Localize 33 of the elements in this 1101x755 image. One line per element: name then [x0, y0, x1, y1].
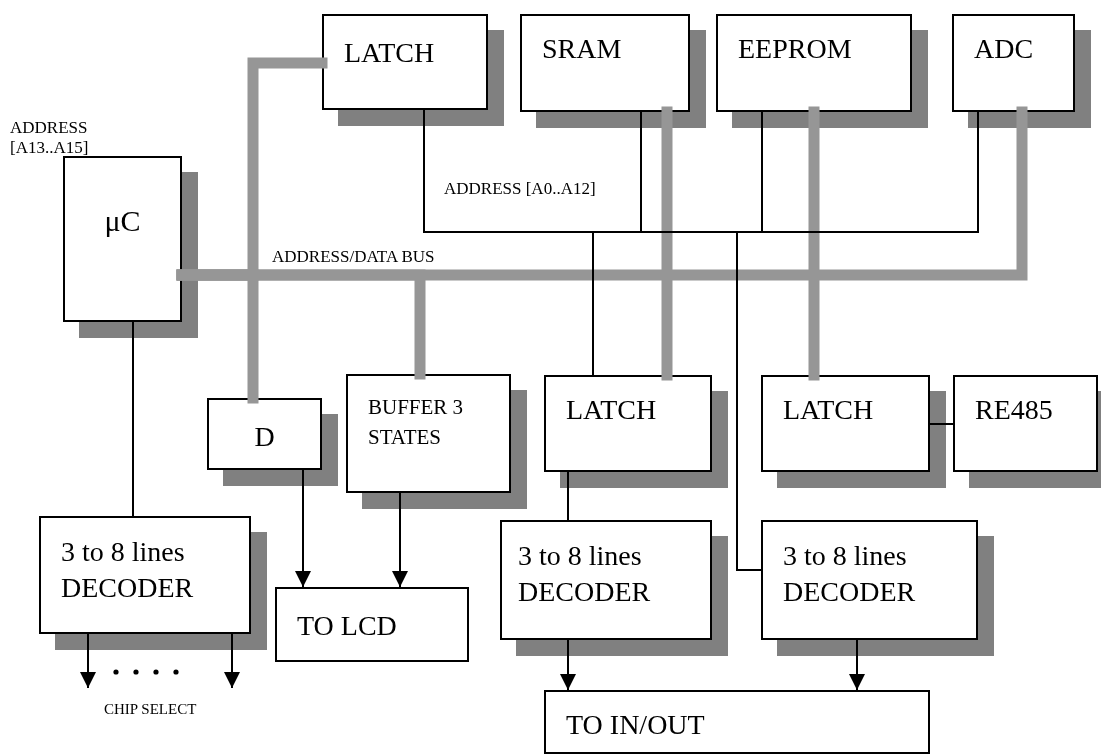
arrow — [560, 639, 576, 691]
block-label: μC — [103, 203, 142, 239]
block-label: TO LCD — [297, 609, 398, 643]
bus-line — [176, 106, 1028, 281]
block-label: D — [253, 420, 276, 454]
connector-line — [567, 471, 569, 521]
block-label: 3 to 8 lines DECODER — [61, 535, 195, 605]
block-label: 3 to 8 lines DECODER — [518, 539, 652, 609]
bus-line — [808, 106, 820, 381]
arrow — [295, 469, 311, 588]
signal-label: ADDRESS/DATA BUS — [272, 246, 435, 268]
block-label: SRAM — [542, 32, 623, 66]
connector-line — [132, 321, 134, 517]
block-label: RE485 — [975, 393, 1054, 427]
arrow — [849, 639, 865, 691]
bus-line — [661, 106, 673, 381]
signal-label: ADDRESS [A0..A12] — [444, 178, 596, 200]
block-label: LATCH — [344, 36, 436, 70]
arrow — [80, 633, 96, 689]
block-label: BUFFER 3 STATES — [368, 394, 465, 451]
block-label: ADC — [974, 32, 1035, 66]
arrow — [224, 633, 240, 689]
signal-label: CHIP SELECT — [104, 700, 197, 719]
block-label: TO IN/OUT — [566, 708, 706, 742]
signal-label: ADDRESS [A13..A15] — [10, 118, 90, 158]
block-box — [275, 587, 469, 662]
block-label: LATCH — [783, 393, 875, 427]
block-label: LATCH — [566, 393, 658, 427]
block-box — [544, 690, 930, 754]
block-label: 3 to 8 lines DECODER — [783, 539, 917, 609]
connector-line — [929, 423, 954, 425]
arrow — [392, 492, 408, 588]
block-label: EEPROM — [738, 32, 853, 66]
